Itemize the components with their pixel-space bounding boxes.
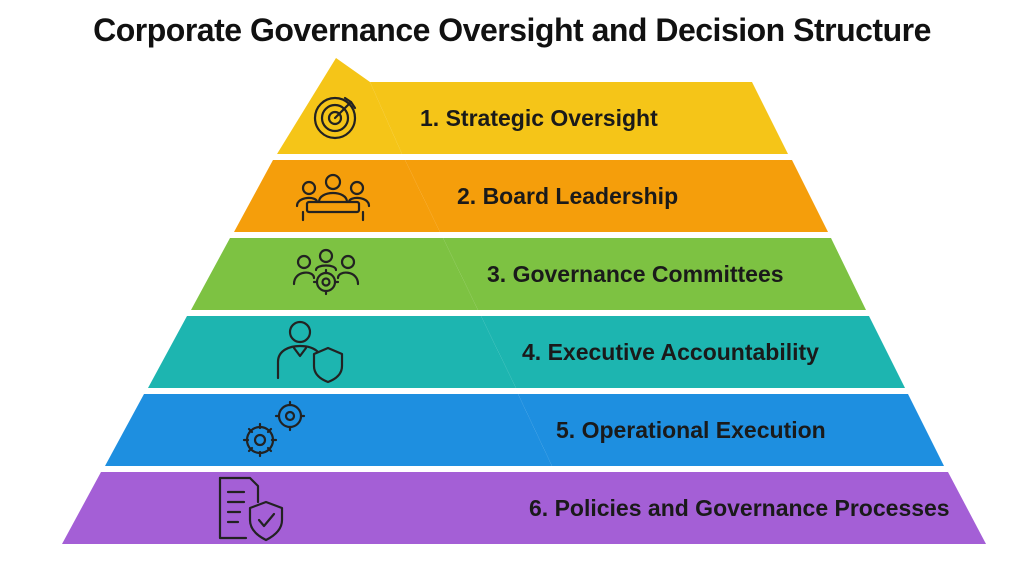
pyramid-level-5: 5. Operational Execution <box>105 394 944 466</box>
board-meeting-icon <box>295 173 371 222</box>
level-1-label: 1. Strategic Oversight <box>420 105 658 131</box>
level-4-right-segment <box>481 316 905 388</box>
pyramid-level-3: 3. Governance Committees <box>191 238 866 310</box>
level-3-left-segment <box>191 238 478 310</box>
level-4-label: 4. Executive Accountability <box>522 339 819 365</box>
level-3-right-segment <box>443 238 866 310</box>
pyramid-level-2: 2. Board Leadership <box>234 160 828 232</box>
target-icon <box>313 96 357 140</box>
pyramid-level-1: 1. Strategic Oversight <box>277 58 788 154</box>
level-5-label: 5. Operational Execution <box>556 417 826 443</box>
gears-icon <box>242 400 306 458</box>
level-2-right-segment <box>405 160 828 232</box>
person-shield-icon <box>276 320 344 384</box>
document-shield-icon <box>218 476 284 542</box>
team-gear-icon <box>292 248 360 296</box>
level-4-left-segment <box>148 316 516 388</box>
level-6-label: 6. Policies and Governance Processes <box>529 495 950 521</box>
pyramid-level-6: 6. Policies and Governance Processes <box>62 472 986 544</box>
level-1-right-segment <box>370 82 788 154</box>
level-2-left-segment <box>234 160 440 232</box>
level-5-left-segment <box>105 394 552 466</box>
level-6-segment <box>62 472 986 544</box>
level-2-label: 2. Board Leadership <box>457 183 678 209</box>
level-3-label: 3. Governance Committees <box>487 261 784 287</box>
level-5-right-segment <box>518 394 944 466</box>
diagram-title: Corporate Governance Oversight and Decis… <box>93 12 931 48</box>
pyramid-level-4: 4. Executive Accountability <box>148 316 905 388</box>
